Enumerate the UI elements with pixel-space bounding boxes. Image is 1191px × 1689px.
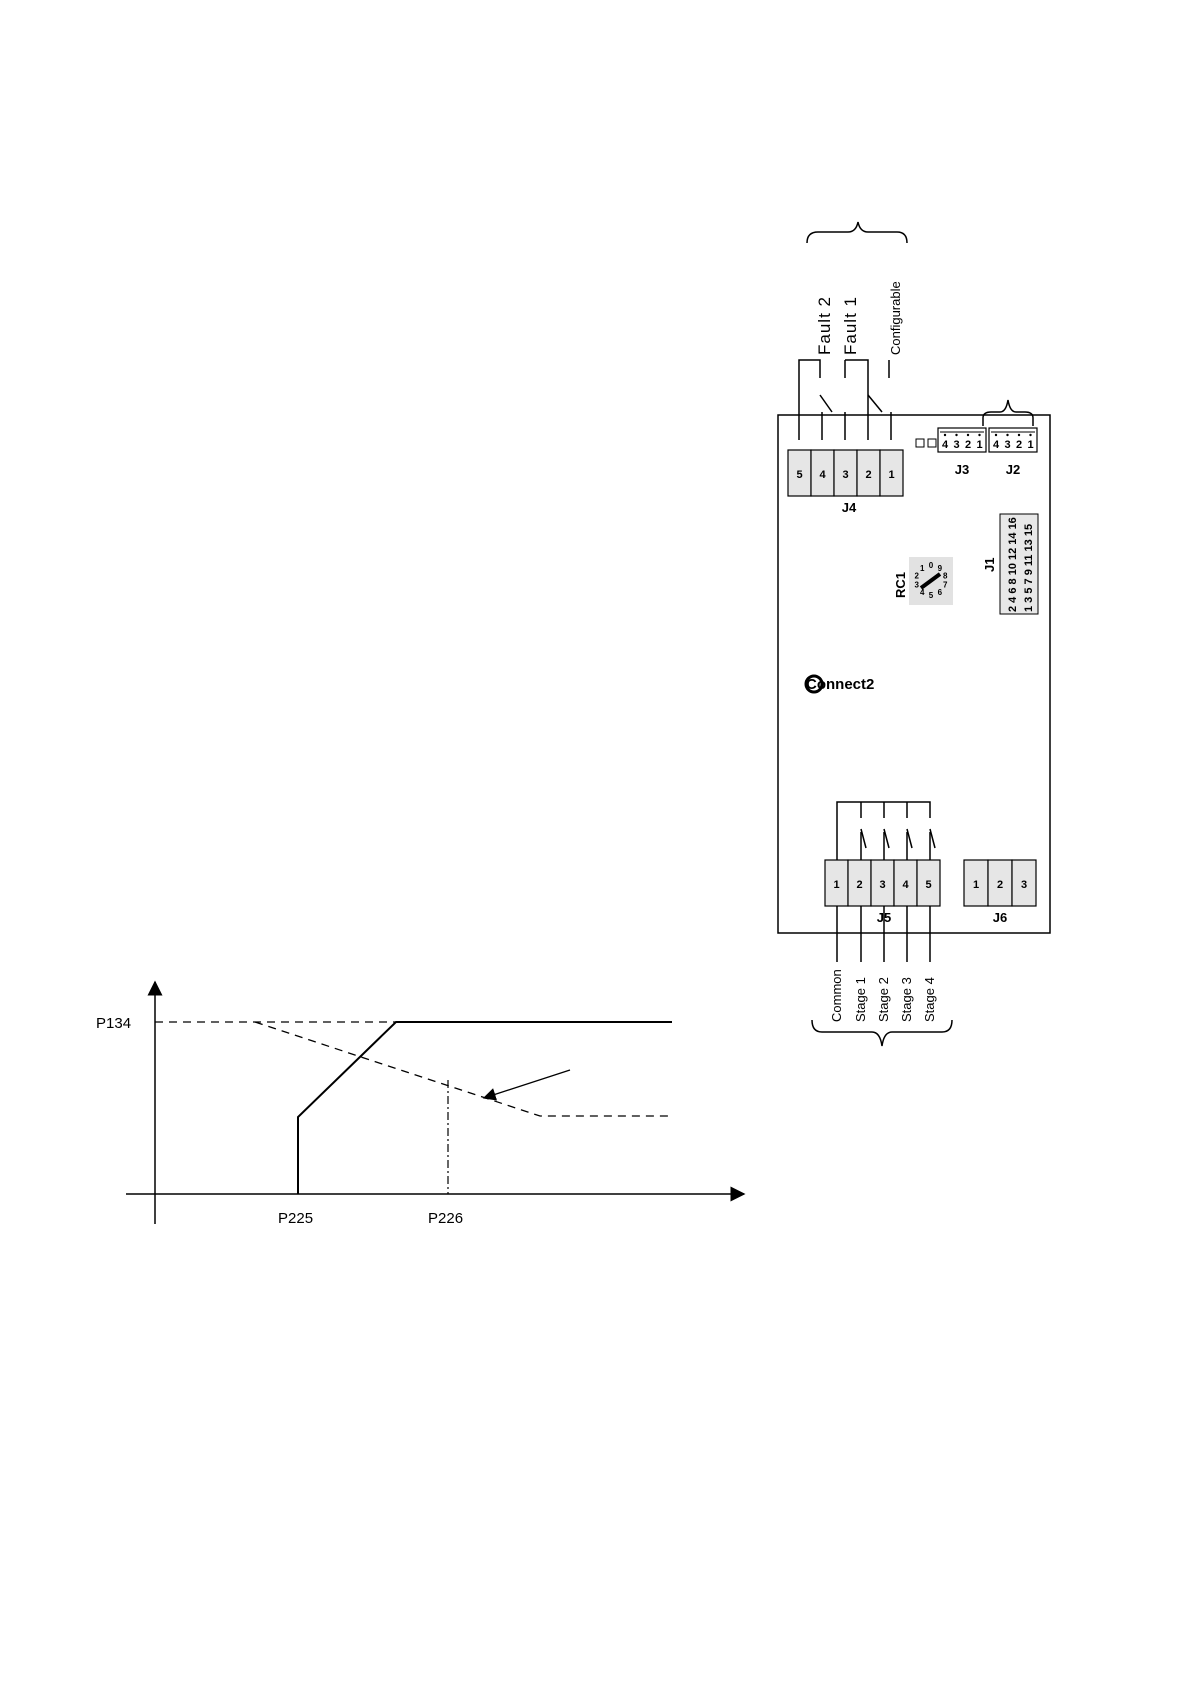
rc1-digit: 7	[943, 581, 948, 590]
j5-label: J5	[877, 910, 891, 925]
connector-j4: 5 4 3 2 1	[788, 450, 903, 496]
j3-pin-dot	[955, 434, 957, 436]
j3-pin-dot	[978, 434, 980, 436]
j5-pin-label: 5	[925, 879, 931, 891]
top-relay-wires	[799, 360, 891, 440]
j3-pin-dot	[967, 434, 969, 436]
j4-pin-label: 1	[888, 469, 894, 481]
connector-j1: 2 4 6 8 10 12 14 16 1 3 5 7 9 11 13 15	[1000, 514, 1038, 614]
rc1-digit: 6	[938, 588, 943, 597]
label-configurable: Configurable	[888, 281, 903, 355]
j2-pin-label: 2	[1016, 439, 1022, 451]
connector-j5: 1 2 3 4 5	[825, 860, 940, 906]
rc1-digit: 4	[920, 588, 925, 597]
j2-brace	[983, 400, 1033, 426]
connect2-logo: Connect2	[806, 676, 874, 693]
j3-pin-dot	[944, 434, 946, 436]
j3-pin-label: 4	[942, 439, 949, 451]
j3-pin-label: 2	[965, 439, 971, 451]
j6-label: J6	[993, 910, 1007, 925]
j3-pin-label: 3	[953, 439, 959, 451]
j3-pin-label: 1	[976, 439, 982, 451]
j2-pin-dot	[1029, 434, 1031, 436]
label-stage-3: Stage 3	[899, 977, 914, 1022]
j5-pin-label: 4	[902, 879, 909, 891]
label-stage-2: Stage 2	[876, 977, 891, 1022]
j2-label: J2	[1006, 462, 1020, 477]
j6-pin-label: 3	[1021, 879, 1027, 891]
bottom-brace	[812, 1020, 952, 1046]
label-stage-4: Stage 4	[922, 977, 937, 1022]
j4-pin-label: 5	[796, 469, 802, 481]
logo-text: Connect2	[806, 676, 874, 693]
rc1-digit: 3	[915, 581, 920, 590]
rc1-digit: 1	[920, 564, 925, 573]
j4-pin-label: 2	[865, 469, 871, 481]
rc1-digit: 5	[929, 591, 934, 600]
rc1-digit: 9	[938, 564, 943, 573]
rc1-digit: 8	[943, 571, 948, 580]
j1-row-even: 2 4 6 8 10 12 14 16	[1007, 517, 1019, 612]
j3-label: J3	[955, 462, 969, 477]
graph	[126, 982, 744, 1224]
j5-pin-label: 1	[833, 879, 839, 891]
j4-pin-label: 4	[819, 469, 826, 481]
j1-row-odd: 1 3 5 7 9 11 13 15	[1023, 524, 1035, 612]
led-1	[916, 439, 924, 447]
label-common: Common	[829, 969, 844, 1022]
x-label-p226: P226	[428, 1210, 463, 1227]
j1-label: J1	[982, 558, 997, 572]
dashed-slope-line	[255, 1022, 672, 1116]
j2-pin-dot	[1018, 434, 1020, 436]
j2-pin-dot	[995, 434, 997, 436]
connector-j6: 1 2 3	[964, 860, 1036, 906]
j5-pin-label: 2	[856, 879, 862, 891]
rc1-label: RC1	[893, 572, 908, 598]
j6-pin-label: 1	[973, 879, 979, 891]
j2-pin-label: 4	[993, 439, 1000, 451]
label-fault-2: Fault 2	[815, 296, 834, 355]
x-label-p225: P225	[278, 1210, 313, 1227]
led-2	[928, 439, 936, 447]
y-label-p134: P134	[96, 1015, 131, 1032]
label-fault-1: Fault 1	[841, 296, 860, 355]
j4-pin-label: 3	[842, 469, 848, 481]
j6-pin-label: 2	[997, 879, 1003, 891]
pointer-arrow	[484, 1070, 570, 1098]
j5-pin-label: 3	[879, 879, 885, 891]
j2-pin-label: 3	[1004, 439, 1010, 451]
j2-pin-label: 1	[1027, 439, 1033, 451]
top-brace	[807, 222, 907, 243]
label-stage-1: Stage 1	[853, 977, 868, 1022]
j2-pin-dot	[1006, 434, 1008, 436]
j4-label: J4	[842, 500, 857, 515]
rc1-digit: 0	[929, 561, 934, 570]
solid-curve	[298, 1022, 672, 1194]
rc1-digit: 2	[915, 571, 920, 580]
